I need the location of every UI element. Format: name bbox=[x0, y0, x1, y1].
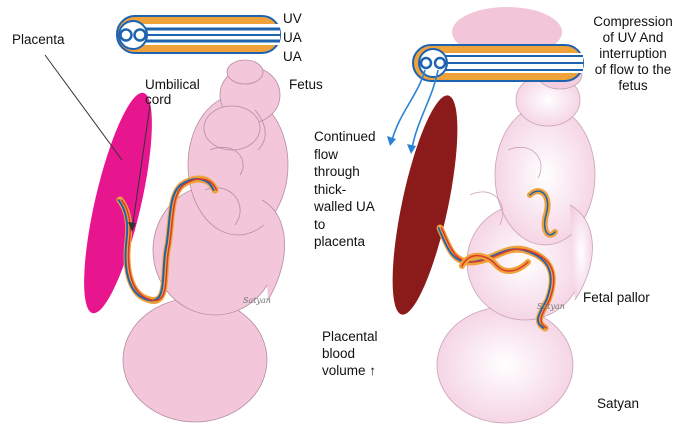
uv-label: UV bbox=[283, 11, 302, 27]
right-placenta bbox=[379, 91, 471, 320]
continued-flow-line-6: to bbox=[314, 216, 376, 234]
continued-flow-line-4: thick- bbox=[314, 181, 376, 199]
continued-flow-line-2: flow bbox=[314, 146, 376, 164]
ua-label-1: UA bbox=[283, 30, 302, 46]
fetal-pallor-label: Fetal pallor bbox=[583, 290, 650, 306]
author-label: Satyan bbox=[597, 396, 639, 412]
right-cord-cross-section bbox=[413, 45, 583, 81]
continued-flow-line-5: walled UA bbox=[314, 198, 376, 216]
ua-label-2: UA bbox=[283, 49, 302, 65]
placental-volume-line-3: volume ↑ bbox=[322, 362, 378, 379]
compression-line-4: of flow to the bbox=[585, 62, 681, 78]
flow-arrowhead-1 bbox=[387, 136, 396, 146]
flow-arrowhead-2 bbox=[407, 144, 416, 154]
compression-line-1: Compression bbox=[585, 14, 681, 30]
umbilical-label-line-1: Umbilical bbox=[145, 77, 200, 92]
continued-flow-label: Continued flow through thick- walled UA … bbox=[314, 128, 376, 251]
fetus-label: Fetus bbox=[289, 77, 323, 93]
left-cord-cross-section bbox=[117, 16, 280, 53]
compression-line-3: interruption bbox=[585, 46, 681, 62]
compression-line-2: of UV And bbox=[585, 30, 681, 46]
placental-volume-line-2: blood bbox=[322, 345, 378, 362]
right-signature: Satyan bbox=[537, 302, 565, 311]
compression-label: Compression of UV And interruption of fl… bbox=[585, 14, 681, 94]
continued-flow-line-7: placenta bbox=[314, 233, 376, 251]
placental-volume-line-1: Placental bbox=[322, 328, 378, 345]
right-fetus bbox=[437, 61, 595, 423]
compression-line-5: fetus bbox=[585, 78, 681, 94]
placental-blood-volume-label: Placental blood volume ↑ bbox=[322, 328, 378, 379]
placenta-pointer-line bbox=[45, 55, 122, 160]
umbilical-label-line-2: cord bbox=[145, 92, 200, 107]
placenta-label: Placenta bbox=[12, 32, 65, 48]
continued-flow-line-1: Continued bbox=[314, 128, 376, 146]
umbilical-cord-label: Umbilical cord bbox=[145, 77, 200, 107]
left-signature: Satyan bbox=[243, 296, 271, 305]
continued-flow-line-3: through bbox=[314, 163, 376, 181]
